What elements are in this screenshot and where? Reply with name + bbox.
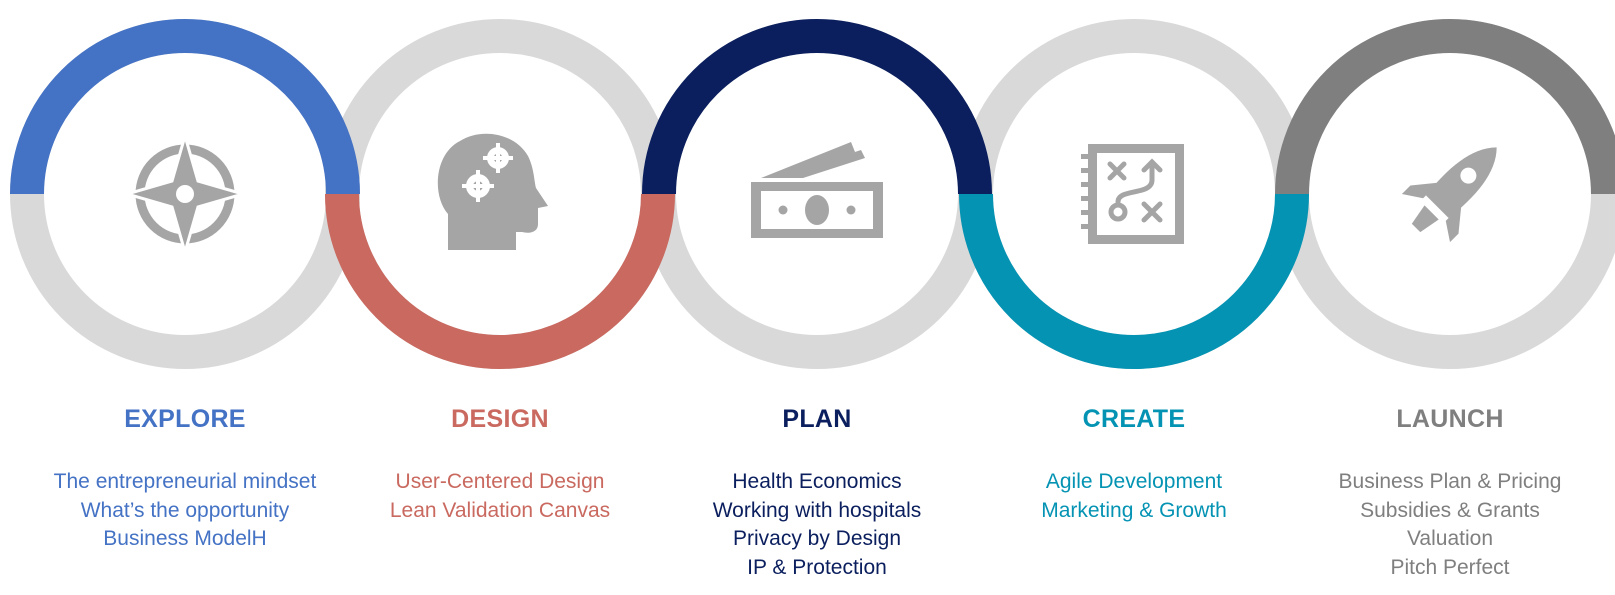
list-item: Health Economics (732, 470, 902, 493)
stage-title: PLAN (782, 405, 852, 433)
list-item: IP & Protection (747, 555, 887, 579)
list-item: Privacy by Design (732, 527, 902, 550)
stage-items: Health Economics Working with hospitals … (662, 468, 972, 582)
list-item: What’s the opportunity (80, 498, 290, 522)
stage-items: Agile Development Marketing & Growth (979, 468, 1289, 525)
stage-title: EXPLORE (124, 405, 246, 433)
ring-arc-create (959, 193, 1309, 369)
strategy-board-icon (1081, 144, 1184, 244)
list-item: The entrepreneurial mindset (53, 470, 317, 493)
list-item: Agile Development (1045, 470, 1223, 493)
list-item: Subsidies & Grants (1360, 498, 1540, 522)
ring-arc-plan (642, 19, 992, 195)
list-item: Pitch Perfect (1390, 555, 1510, 579)
ring-arc-explore (10, 19, 360, 195)
head-gears-icon (437, 133, 548, 250)
list-item: Business Plan & Pricing (1338, 470, 1562, 493)
stage-items: User-Centered Design Lean Validation Can… (345, 468, 655, 525)
list-item: Working with hospitals (712, 498, 922, 522)
money-icon (751, 142, 883, 238)
list-item: Marketing & Growth (1041, 498, 1227, 522)
rocket-icon (1401, 147, 1497, 243)
list-item: User-Centered Design (395, 470, 605, 493)
list-item: Valuation (1406, 527, 1493, 550)
stage-items: The entrepreneurial mindset What’s the o… (30, 468, 340, 554)
stage-title: DESIGN (451, 405, 549, 433)
stage-title: LAUNCH (1396, 405, 1504, 433)
list-item: Business ModelH (103, 527, 267, 550)
ring-arc-launch (1275, 19, 1615, 195)
stage-title: CREATE (1082, 405, 1186, 433)
list-item: Lean Validation Canvas (389, 498, 611, 522)
compass-icon (121, 130, 249, 258)
stage-items: Business Plan & Pricing Subsidies & Gran… (1295, 468, 1605, 582)
ring-arc-design (325, 193, 675, 369)
